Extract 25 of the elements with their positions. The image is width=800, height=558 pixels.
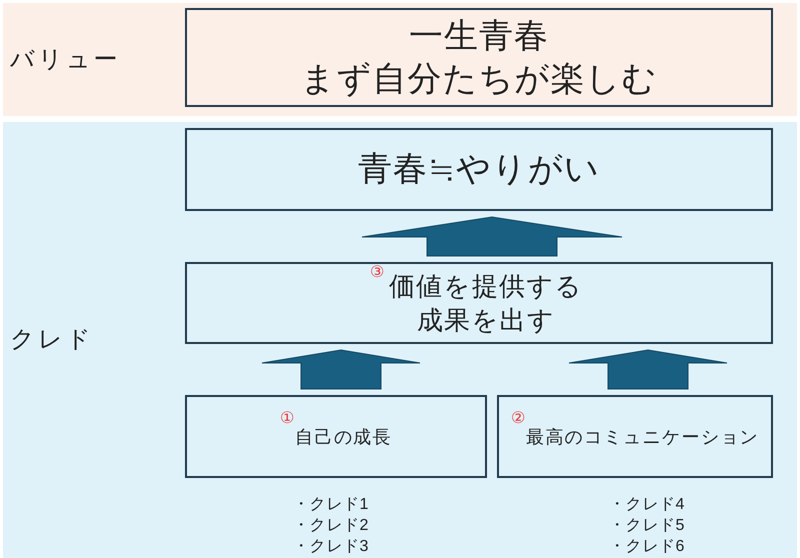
box-text: 一生青春	[408, 16, 550, 56]
bullet-item: ・クレド5	[609, 516, 686, 536]
block-arrow	[568, 350, 728, 390]
block-arrow	[262, 350, 420, 390]
box-text: 価値を提供する成果を出す	[388, 270, 584, 337]
step-number: ②	[510, 410, 525, 426]
text-box	[185, 262, 773, 344]
box-text: 青春≒やりがい	[358, 149, 600, 190]
box-text: 最高のコミュニケーション	[526, 426, 760, 448]
text-box	[185, 8, 773, 107]
step-number: ①	[280, 410, 294, 426]
box-text: 自己の成長	[294, 426, 392, 448]
bullet-item: ・クレド3	[293, 537, 370, 557]
bullet-item: ・クレド6	[609, 537, 686, 557]
section-label: バリュー	[10, 44, 121, 74]
section-band	[3, 3, 797, 116]
block-arrow	[362, 216, 622, 256]
section-band	[3, 122, 797, 558]
bullet-item: ・クレド4	[609, 495, 686, 515]
text-box	[185, 128, 773, 211]
step-number: ③	[370, 265, 384, 281]
section-label: クレド	[10, 325, 94, 355]
bullet-item: ・クレド2	[293, 516, 370, 536]
bullet-item: ・クレド1	[293, 495, 370, 515]
box-text: まず自分たちが楽しむ	[300, 58, 658, 100]
